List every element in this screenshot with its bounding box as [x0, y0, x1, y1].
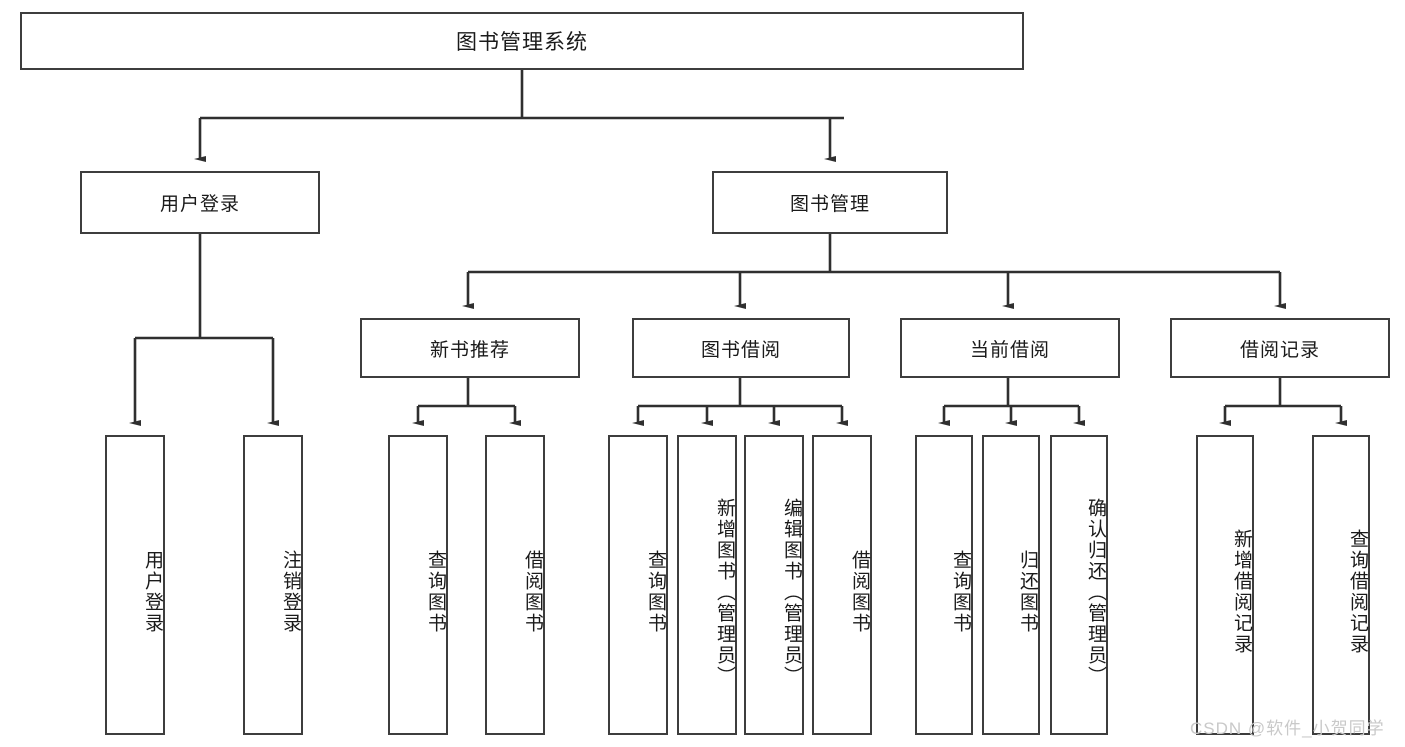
- node-label: 查询图书: [645, 550, 666, 634]
- node-label: 图书管理系统: [456, 31, 588, 54]
- node-label: 查询借阅记录: [1347, 529, 1368, 655]
- node-label: 新增借阅记录: [1231, 529, 1252, 655]
- node-label: 编辑图书（管理员）: [781, 497, 802, 687]
- leaf-logout[interactable]: 注销登录: [243, 435, 303, 735]
- leaf-return-book[interactable]: 归还图书: [982, 435, 1040, 735]
- leaf-borrow-book[interactable]: 借阅图书: [812, 435, 872, 735]
- leaf-confirm-return[interactable]: 确认归还（管理员）: [1050, 435, 1108, 735]
- node-label: 借阅图书: [522, 550, 543, 634]
- leaf-query-borrow-record[interactable]: 查询借阅记录: [1312, 435, 1370, 735]
- node-borrow-record[interactable]: 借阅记录: [1170, 318, 1390, 378]
- leaf-query-book-current[interactable]: 查询图书: [915, 435, 973, 735]
- node-label: 借阅图书: [849, 550, 870, 634]
- node-book-borrow[interactable]: 图书借阅: [632, 318, 850, 378]
- node-label: 图书借阅: [700, 339, 781, 361]
- node-label: 确认归还（管理员）: [1085, 497, 1106, 687]
- node-label: 查询图书: [425, 550, 446, 634]
- node-label: 用户登录: [142, 550, 163, 634]
- node-label: 新增图书（管理员）: [714, 497, 735, 687]
- node-label: 新书推荐: [429, 339, 510, 361]
- leaf-add-borrow-record[interactable]: 新增借阅记录: [1196, 435, 1254, 735]
- leaf-query-book-recommend[interactable]: 查询图书: [388, 435, 448, 735]
- node-label: 图书管理: [789, 194, 870, 215]
- leaf-add-book[interactable]: 新增图书（管理员）: [677, 435, 737, 735]
- node-label: 查询图书: [950, 550, 971, 634]
- node-current-borrow[interactable]: 当前借阅: [900, 318, 1120, 378]
- leaf-query-book-borrow[interactable]: 查询图书: [608, 435, 668, 735]
- leaf-user-login[interactable]: 用户登录: [105, 435, 165, 735]
- leaf-borrow-book-recommend[interactable]: 借阅图书: [485, 435, 545, 735]
- node-label: 注销登录: [280, 550, 301, 634]
- node-user-login[interactable]: 用户登录: [80, 171, 320, 234]
- node-label: 借阅记录: [1239, 339, 1320, 361]
- node-root[interactable]: 图书管理系统: [20, 12, 1024, 70]
- node-label: 当前借阅: [969, 339, 1050, 361]
- node-new-book-recommend[interactable]: 新书推荐: [360, 318, 580, 378]
- node-book-manage[interactable]: 图书管理: [712, 171, 948, 234]
- node-label: 用户登录: [159, 194, 240, 215]
- leaf-edit-book[interactable]: 编辑图书（管理员）: [744, 435, 804, 735]
- csdn-watermark: CSDN @软件_小贺同学: [1190, 719, 1385, 738]
- node-label: 归还图书: [1017, 550, 1038, 634]
